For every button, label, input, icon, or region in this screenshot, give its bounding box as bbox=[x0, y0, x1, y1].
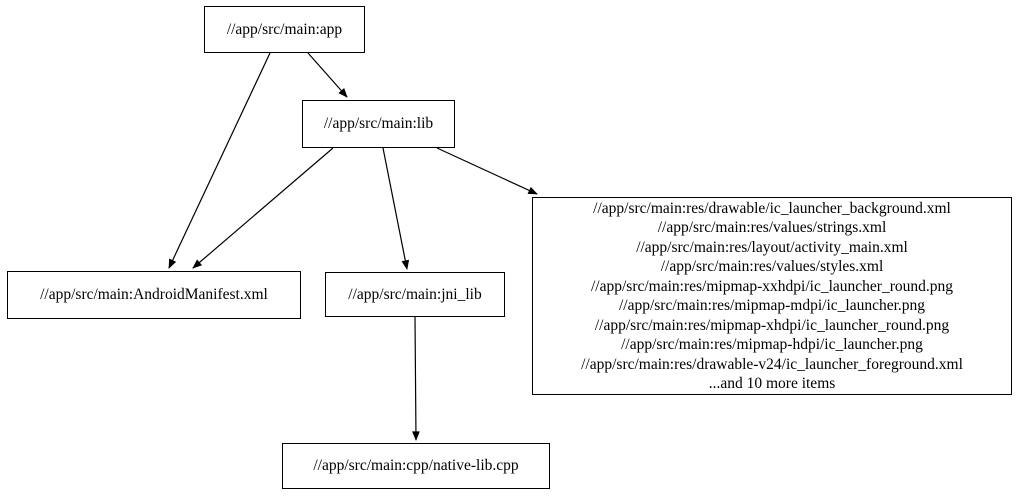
node-lib-label: //app/src/main:lib bbox=[323, 115, 434, 133]
node-app-label: //app/src/main:app bbox=[226, 20, 343, 38]
resource-line: //app/src/main:res/drawable/ic_launcher_… bbox=[593, 199, 951, 217]
edge-jni-lib-to-native-lib bbox=[412, 316, 420, 441]
edge-lib-to-manifest bbox=[192, 147, 334, 269]
node-android-manifest: //app/src/main:AndroidManifest.xml bbox=[7, 271, 301, 319]
edge-lib-to-resources bbox=[436, 147, 538, 195]
resource-line: //app/src/main:res/mipmap-mdpi/ic_launch… bbox=[618, 297, 926, 314]
node-android-manifest-label: //app/src/main:AndroidManifest.xml bbox=[40, 286, 268, 304]
resource-line: //app/src/main:res/drawable-v24/ic_launc… bbox=[581, 355, 963, 373]
resource-line: //app/src/main:res/mipmap-xxhdpi/ic_laun… bbox=[590, 277, 953, 295]
resource-line: //app/src/main:res/layout/activity_main.… bbox=[636, 238, 908, 256]
node-jni-lib: //app/src/main:jni_lib bbox=[325, 272, 505, 317]
node-jni-lib-label: //app/src/main:jni_lib bbox=[348, 285, 482, 303]
node-native-lib: //app/src/main:cpp/native-lib.cpp bbox=[282, 443, 550, 489]
resource-line: //app/src/main:res/values/strings.xml bbox=[657, 219, 887, 236]
edge-app-to-lib bbox=[307, 52, 348, 98]
node-native-lib-label: //app/src/main:cpp/native-lib.cpp bbox=[313, 457, 519, 475]
resource-line: //app/src/main:res/values/styles.xml bbox=[660, 258, 884, 275]
edge-app-to-manifest bbox=[168, 52, 271, 269]
resource-line: //app/src/main:res/mipmap-xhdpi/ic_launc… bbox=[594, 316, 950, 334]
edge-lib-to-jni-lib bbox=[382, 147, 410, 270]
node-resources: //app/src/main:res/drawable/ic_launcher_… bbox=[532, 197, 1012, 395]
node-app: //app/src/main:app bbox=[204, 6, 365, 53]
resource-line-more: ...and 10 more items bbox=[708, 375, 836, 392]
node-lib: //app/src/main:lib bbox=[302, 100, 455, 148]
resource-line: //app/src/main:res/mipmap-hdpi/ic_launch… bbox=[621, 336, 923, 353]
